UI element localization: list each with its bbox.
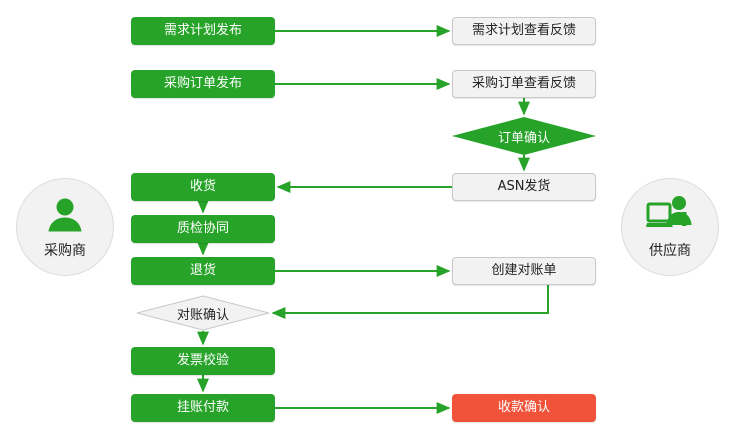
actor-supplier-label: 供应商	[649, 243, 691, 259]
node-payable-payment[interactable]: 挂账付款	[131, 394, 275, 422]
node-reconciliation-confirm[interactable]: 对账确认	[136, 295, 270, 331]
node-order-confirm-label: 订单确认	[497, 130, 550, 146]
person-at-computer-icon	[646, 194, 694, 238]
person-icon	[43, 194, 87, 238]
node-return-goods[interactable]: 退货	[131, 257, 275, 285]
node-invoice-verification[interactable]: 发票校验	[131, 347, 275, 375]
node-quality-inspection-collab[interactable]: 质检协同	[131, 215, 275, 243]
actor-supplier[interactable]: 供应商	[621, 178, 719, 276]
node-purchase-order-publish[interactable]: 采购订单发布	[131, 70, 275, 98]
actor-buyer[interactable]: 采购商	[16, 178, 114, 276]
node-goods-receipt[interactable]: 收货	[131, 173, 275, 201]
node-asn-shipment[interactable]: ASN发货	[452, 173, 596, 201]
node-order-confirm[interactable]: 订单确认	[452, 117, 596, 155]
edge-n10-n11	[271, 285, 549, 319]
node-demand-plan-publish[interactable]: 需求计划发布	[131, 17, 275, 45]
node-receipt-confirm[interactable]: 收款确认	[452, 394, 596, 422]
node-create-reconciliation-statement[interactable]: 创建对账单	[452, 257, 596, 285]
node-demand-plan-view-feedback[interactable]: 需求计划查看反馈	[452, 17, 596, 45]
actor-buyer-label: 采购商	[44, 243, 86, 259]
diamond-shape-green	[452, 117, 596, 155]
node-purchase-order-view-feedback[interactable]: 采购订单查看反馈	[452, 70, 596, 98]
node-reconciliation-confirm-label: 对账确认	[176, 307, 229, 323]
diamond-shape-gray	[136, 295, 270, 331]
